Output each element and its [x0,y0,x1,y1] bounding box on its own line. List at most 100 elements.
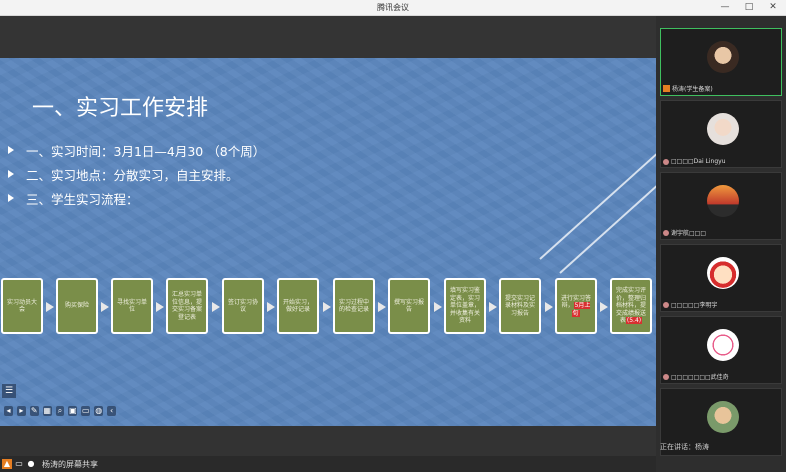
flow-step: 撰写实习报告 [388,278,430,334]
flow-step-text: 签订实习协议 [227,298,258,314]
slide-toolbar: ◂ ▸ ✎ ▦ ⌕ ▣ ▭ ◍ ‹ [0,402,117,420]
flow-step: 汇总实习单位信息，提交实习备案登记表 [166,278,208,334]
flow-step-text-main: 完成实习评价，整理归档材料，提交成绩报送表 [615,287,646,325]
mic-icon[interactable]: ● [27,459,35,468]
participant-panel: 杨涛(学生备案) □□□□Dai Lingyu 谢宇航□□□ □□□□□李明宇 … [656,16,786,472]
bullet-list: 一、实习时间：3月1日—4月30 （8个周） 二、实习地点：分散实习，自主安排。… [8,138,265,210]
bullet-text: 一、实习时间：3月1日—4月30 （8个周） [26,143,266,159]
participant-tile[interactable]: □□□□□李明宇 [660,244,782,312]
participant-tile[interactable] [660,388,782,456]
participant-label: 谢宇航□□□ [663,228,706,237]
flow-step: 进行实习答辩，5月上旬 [555,278,597,334]
bullet-triangle-icon [8,170,14,178]
shared-screen-area: 一、实习工作安排 一、实习时间：3月1日—4月30 （8个周） 二、实习地点：分… [0,16,656,456]
bullet-item: 二、实习地点：分散实习，自主安排。 [8,162,265,186]
zoom-icon[interactable]: ⌕ [55,406,65,416]
participant-tile[interactable]: □□□□Dai Lingyu [660,100,782,168]
arrow-right-icon [267,302,275,312]
camera-icon[interactable]: ▣ [68,406,78,416]
arrow-right-icon [489,302,497,312]
mic-muted-icon [663,229,669,236]
share-status-bar: ▲ ▭ ● 杨涛的屏幕共享 [0,456,656,472]
bullet-text: 三、学生实习流程： [26,191,139,207]
flow-step-text: 购买保险 [64,302,89,310]
participant-tile[interactable]: 杨涛(学生备案) [660,28,782,96]
chat-icon[interactable]: ▭ [81,406,91,416]
flow-step: 寻找实习单位 [111,278,153,334]
flow-step-text: 实习动员大会 [6,298,37,314]
avatar [707,329,739,361]
bullet-item: 三、学生实习流程： [8,186,265,210]
participant-name: □□□□□李明宇 [671,302,718,309]
participant-name: □□□□□□□武佳奇 [671,374,729,381]
grid-icon[interactable]: ▦ [42,406,52,416]
flow-step: 实习过程中的检查记录 [333,278,375,334]
close-button[interactable]: ✕ [769,2,777,12]
participant-tile[interactable]: 谢宇航□□□ [660,172,782,240]
flow-step-text: 进行实习答辩，5月上旬 [559,295,593,318]
arrow-right-icon [101,302,109,312]
flow-step-text: 实习过程中的检查记录 [338,298,369,314]
flow-step: 签订实习协议 [222,278,264,334]
flow-step: 实习动员大会 [1,278,43,334]
participant-tile[interactable]: □□□□□□□武佳奇 [660,316,782,384]
flow-step-text: 填写实习鉴定表，实习单位盖章，并收集有关资料 [449,287,480,325]
arrow-right-icon [600,302,608,312]
arrow-right-icon [212,302,220,312]
maximize-button[interactable]: □ [744,2,754,12]
window-titlebar: 腾讯会议 — □ ✕ [0,0,786,16]
flow-step-text: 汇总实习单位信息，提交实习备案登记表 [171,291,202,321]
presenter-name: 杨涛的屏幕共享 [42,459,98,469]
flow-step-highlight: 5月上旬 [572,302,591,317]
screen-top-margin [0,16,656,58]
avatar [707,257,739,289]
arrow-right-icon [545,302,553,312]
speaking-indicator: 正在讲话：杨涛 [660,443,709,451]
participant-name: □□□□Dai Lingyu [671,158,726,165]
bullet-item: 一、实习时间：3月1日—4月30 （8个周） [8,138,265,162]
flow-step: 填写实习鉴定表，实习单位盖章，并收集有关资料 [444,278,486,334]
flow-step-text: 寻找实习单位 [116,298,147,314]
arrow-right-icon [323,302,331,312]
screen-icon[interactable]: ▭ [15,459,23,468]
flow-step: 提交实习记录材料及实习报告 [499,278,541,334]
flow-step-text: 提交实习记录材料及实习报告 [504,294,535,317]
flow-step-text: 开始实习，做好记录 [282,298,313,314]
minimize-button[interactable]: — [720,2,730,12]
window-title: 腾讯会议 [377,3,409,12]
flow-step-text-main: 进行实习答辩， [560,294,591,310]
bullet-triangle-icon [8,146,14,154]
process-flow: 实习动员大会 购买保险 寻找实习单位 汇总实习单位信息，提交实习备案登记表 签订… [0,278,656,338]
participant-label: 杨涛(学生备案) [663,84,713,93]
avatar [707,401,739,433]
slide-texture [0,58,656,426]
share-indicator-icon: ▲ [2,459,12,469]
mic-muted-icon [663,301,669,308]
participant-name: 杨涛(学生备案) [672,86,713,93]
menu-icon[interactable]: ☰ [2,384,16,398]
arrow-right-icon [378,302,386,312]
flow-step: 完成实习评价，整理归档材料，提交成绩报送表(5.4) [610,278,652,334]
flow-step: 购买保险 [56,278,98,334]
globe-icon[interactable]: ◍ [94,406,104,416]
avatar [707,185,739,217]
flow-step: 开始实习，做好记录 [277,278,319,334]
slide-title: 一、实习工作安排 [32,96,209,121]
arrow-right-icon [156,302,164,312]
mic-muted-icon [663,373,669,380]
presentation-slide: 一、实习工作安排 一、实习时间：3月1日—4月30 （8个周） 二、实习地点：分… [0,58,656,426]
flow-step-highlight: (5.4) [625,317,643,325]
participant-label: □□□□Dai Lingyu [663,158,726,165]
participant-name: 谢宇航□□□ [671,230,707,237]
previous-icon[interactable]: ◂ [4,406,13,416]
avatar [707,113,739,145]
flow-step-text: 完成实习评价，整理归档材料，提交成绩报送表(5.4) [614,287,648,325]
next-icon[interactable]: ▸ [16,406,26,416]
bullet-text: 二、实习地点：分散实习，自主安排。 [26,167,239,183]
pen-icon[interactable]: ✎ [29,406,39,416]
arrow-right-icon [46,302,54,312]
participant-label: □□□□□李明宇 [663,300,717,309]
participant-label: □□□□□□□武佳奇 [663,372,729,381]
collapse-icon[interactable]: ‹ [107,406,117,416]
arrow-right-icon [434,302,442,312]
